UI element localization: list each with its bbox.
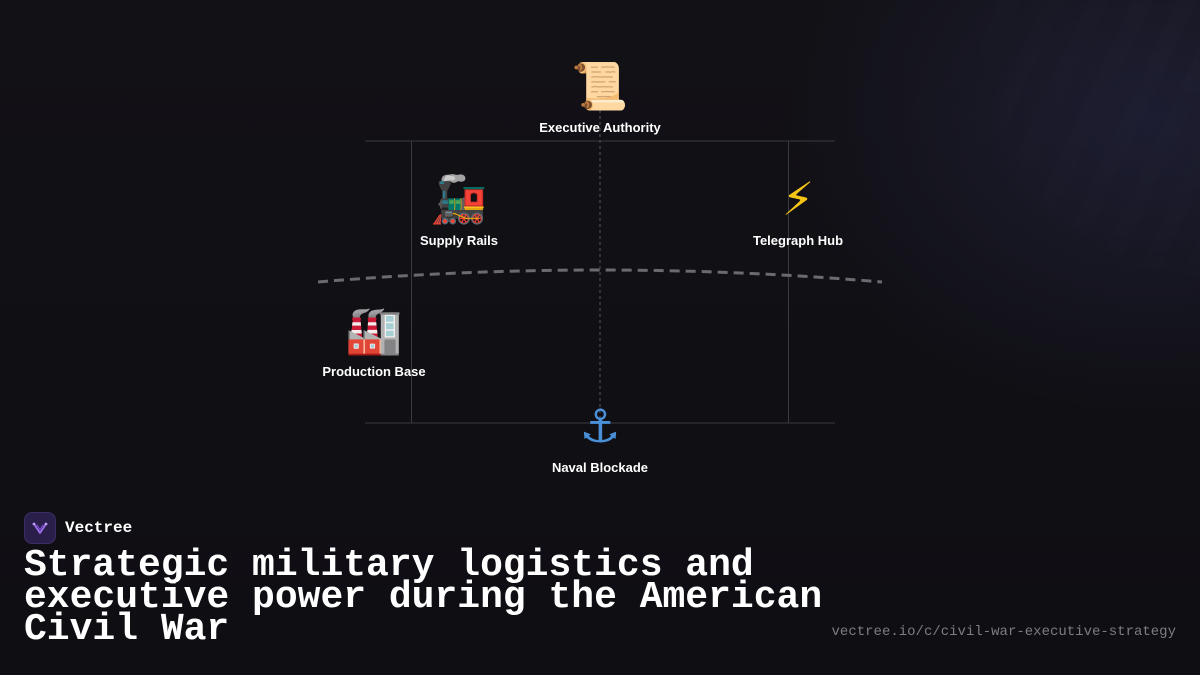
node-label: Executive Authority [539,120,661,135]
node-executive-authority: 📜 Executive Authority [520,58,680,135]
node-naval-blockade: ⚓ Naval Blockade [520,398,680,475]
dashed-arc [317,268,883,284]
vectree-logo-icon [24,512,56,544]
node-label: Production Base [322,364,426,379]
anchor-icon: ⚓ [579,399,621,453]
brand-name: Vectree [65,519,133,537]
page-title: Strategic military logistics and executi… [24,544,823,651]
node-telegraph-hub: ⚡ Telegraph Hub [718,171,878,248]
factory-icon: 🏭 [345,303,403,357]
brand: Vectree [24,512,132,544]
background-rays [780,0,1200,520]
scroll-icon: 📜 [571,59,629,113]
source-url: vectree.io/c/civil-war-executive-strateg… [831,624,1176,640]
node-label: Naval Blockade [551,460,649,475]
node-label: Telegraph Hub [752,233,844,248]
node-supply-rails: 🚂 Supply Rails [379,171,539,248]
node-label: Supply Rails [419,233,499,248]
node-production-base: 🏭 Production Base [294,302,454,379]
locomotive-icon: 🚂 [430,172,488,226]
logo-mark-icon [32,522,48,534]
lightning-icon: ⚡ [781,172,815,226]
